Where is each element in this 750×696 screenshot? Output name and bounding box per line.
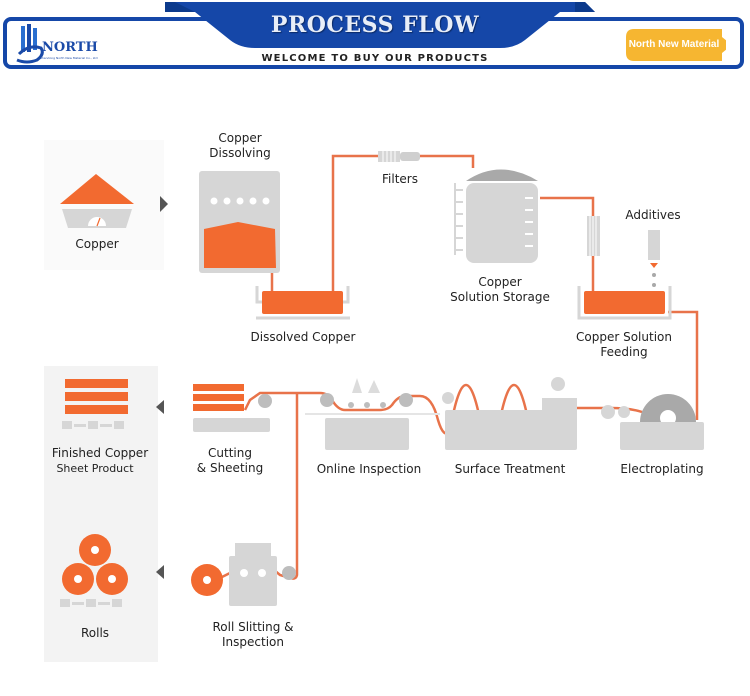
brand-badge[interactable]: North New Material (628, 39, 720, 50)
label-additives: Additives (625, 208, 681, 222)
rolls-icon (60, 534, 128, 607)
logo-icon (16, 24, 44, 64)
label-surface-treatment: Surface Treatment (454, 462, 566, 476)
label-finished-2: Sheet Product (56, 462, 134, 475)
label-feeding-1: Copper Solution (576, 330, 672, 344)
header-ribbon (165, 2, 595, 48)
dissolver-icon (199, 171, 280, 273)
filter-icon (378, 151, 420, 162)
products-panel (44, 366, 158, 662)
label-storage-2: Solution Storage (450, 290, 550, 304)
label-finished-1: Finished Copper (51, 446, 149, 460)
page-title: PROCESS FLOW (270, 12, 480, 38)
dissolved-copper-tank (255, 286, 350, 320)
additives-icon (648, 230, 660, 287)
arrow-left-icon (156, 400, 164, 414)
page-subtitle: WELCOME TO BUY OUR PRODUCTS (261, 53, 489, 64)
badge-shape (626, 29, 726, 61)
label-feeding-2: Feeding (600, 345, 648, 359)
label-copper-dissolving-1: Copper (218, 131, 262, 145)
arrow-left-icon (156, 565, 164, 579)
label-online-inspection: Online Inspection (316, 462, 422, 476)
finished-sheet-icon (62, 379, 128, 429)
label-filters: Filters (382, 172, 418, 186)
electroplating-icon (601, 394, 704, 450)
arrow-right-icon (160, 196, 168, 212)
logo-tagline: Shandong North New Material Co., Ltd (40, 56, 98, 60)
label-copper-dissolving-2: Dissolving (209, 146, 271, 160)
raw-panel (44, 140, 164, 270)
label-cutting-2: & Sheeting (196, 461, 264, 475)
storage-tank-icon (454, 169, 538, 263)
header-banner: PROCESS FLOW WELCOME TO BUY OUR PRODUCTS… (0, 0, 750, 80)
label-cutting-1: Cutting (208, 446, 252, 460)
filter-vertical-icon (587, 216, 600, 256)
label-storage-1: Copper (478, 275, 522, 289)
copper-icon (60, 174, 134, 228)
label-dissolved-copper: Dissolved Copper (250, 330, 356, 344)
feeding-tank-icon (577, 286, 672, 320)
online-inspection-icon (305, 378, 440, 450)
roll-slitting-icon (191, 543, 296, 606)
label-roll-slitting-1: Roll Slitting & (212, 620, 294, 634)
label-roll-slitting-2: Inspection (222, 635, 284, 649)
label-rolls: Rolls (80, 626, 110, 640)
surface-treatment-icon (442, 377, 577, 450)
logo-text: NORTH (42, 40, 98, 55)
label-electroplating: Electroplating (620, 462, 704, 476)
label-copper: Copper (75, 237, 119, 251)
cutting-sheeting-icon (193, 384, 272, 432)
